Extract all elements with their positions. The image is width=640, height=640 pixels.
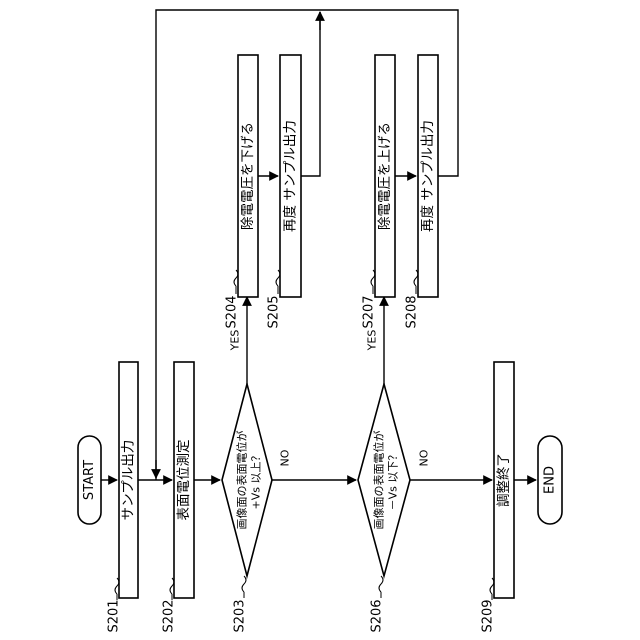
end-label: END: [543, 466, 558, 494]
s203-id: S203: [233, 599, 248, 632]
s208-text: 再度 サンプル出力: [420, 120, 436, 232]
s204-id: S204: [225, 295, 240, 328]
s203-line2: +Vs 以上？: [250, 451, 263, 510]
s207-id: S207: [362, 295, 377, 328]
start-terminal: START: [78, 436, 101, 524]
process-s205: 再度 サンプル出力: [280, 55, 301, 297]
line-s208-loop: [156, 10, 458, 480]
decision-s206: 画像面の表面電位が －Vs 以下？: [358, 384, 410, 576]
process-s207: 除電電圧を上げる: [375, 55, 395, 297]
s208-id: S208: [405, 295, 420, 328]
process-s208: 再度 サンプル出力: [418, 55, 438, 297]
s204-text: 除電電圧を下げる: [240, 122, 256, 230]
connectors: [101, 10, 536, 480]
s205-text: 再度 サンプル出力: [283, 120, 299, 232]
process-s209: 調整終了: [494, 362, 514, 598]
decision-s203: 画像面の表面電位が +Vs 以上？: [222, 384, 272, 576]
s206-id: S206: [370, 599, 385, 632]
process-s204: 除電電圧を下げる: [238, 55, 258, 297]
s207-text: 除電電圧を上げる: [377, 122, 393, 230]
yes-label-s203: YES: [229, 330, 242, 352]
s201-id: S201: [107, 599, 122, 632]
end-terminal: END: [538, 436, 562, 524]
s206-line1: 画像面の表面電位が: [372, 431, 386, 530]
no-label-s203: NO: [279, 449, 292, 466]
no-label-s206: NO: [418, 449, 431, 466]
process-s202: 表面電位測定: [174, 362, 194, 598]
leader-lines: [115, 270, 494, 600]
start-label: START: [82, 460, 97, 500]
s203-line1: 画像面の表面電位が: [235, 431, 249, 530]
s209-id: S209: [481, 599, 496, 632]
s202-text: 表面電位測定: [176, 440, 192, 521]
s209-text: 調整終了: [496, 453, 512, 507]
s206-line2: －Vs 以下？: [387, 450, 400, 511]
line-s205-loop: [301, 12, 320, 176]
s205-id: S205: [267, 295, 282, 328]
s201-text: サンプル出力: [121, 440, 137, 521]
yes-label-s206: YES: [366, 330, 379, 352]
s202-id: S202: [162, 599, 177, 632]
process-s201: サンプル出力: [119, 362, 138, 598]
